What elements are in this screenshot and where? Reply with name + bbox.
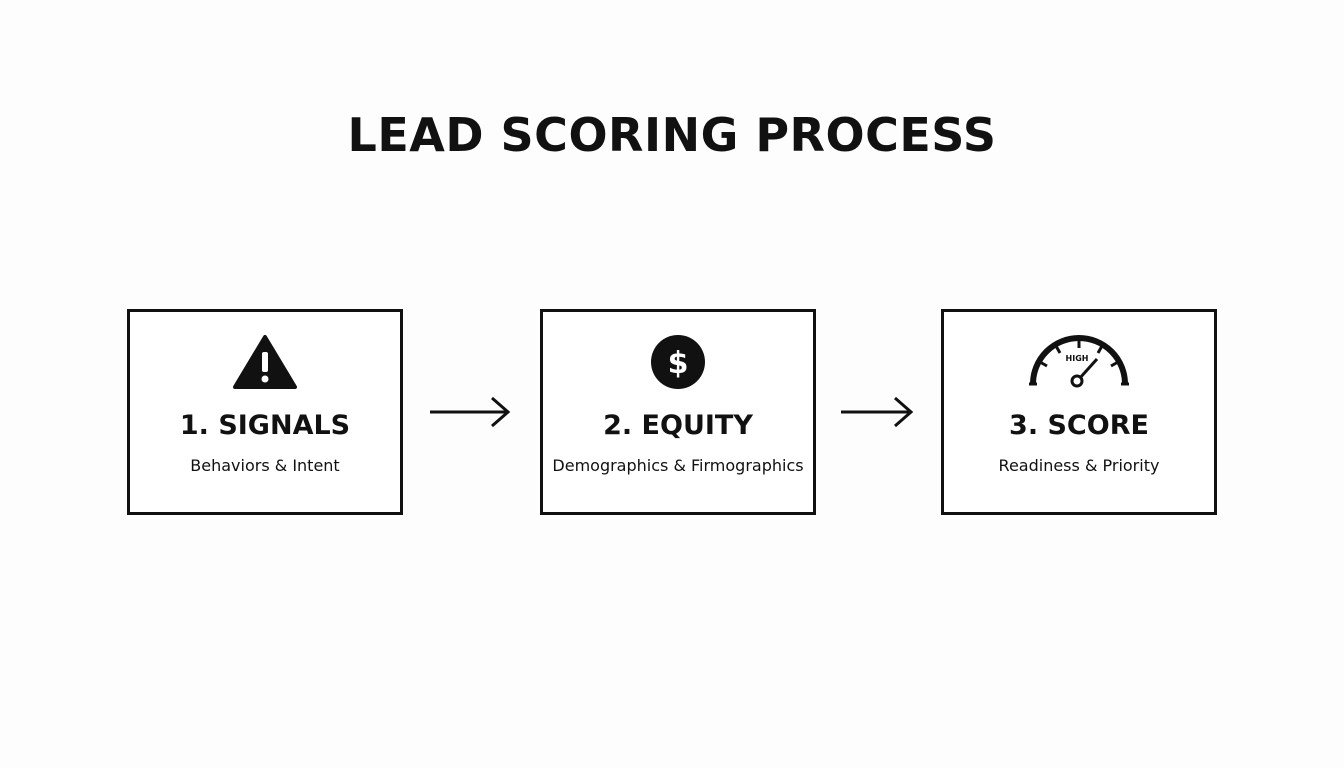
step-subtitle: Readiness & Priority [998, 456, 1160, 475]
gauge-icon: HIGH [944, 334, 1214, 394]
step-title: 1. SIGNALS [179, 410, 351, 441]
svg-text:$: $ [668, 346, 689, 381]
step-equity: $ 2. EQUITY Demographics & Firmographics [540, 309, 816, 515]
step-subtitle: Demographics & Firmographics [552, 456, 804, 475]
step-title: 2. EQUITY [603, 410, 753, 441]
gauge-label: HIGH [1066, 354, 1089, 363]
arrow-icon [841, 396, 915, 432]
dollar-icon: $ [543, 334, 813, 394]
step-title: 3. SCORE [1009, 410, 1149, 441]
step-score: HIGH 3. SCORE Readiness & Priority [941, 309, 1217, 515]
arrow-icon [430, 396, 512, 432]
step-subtitle: Behaviors & Intent [190, 456, 340, 475]
warning-icon [130, 334, 400, 394]
step-signals: 1. SIGNALS Behaviors & Intent [127, 309, 403, 515]
page-title: LEAD SCORING PROCESS [347, 108, 997, 162]
